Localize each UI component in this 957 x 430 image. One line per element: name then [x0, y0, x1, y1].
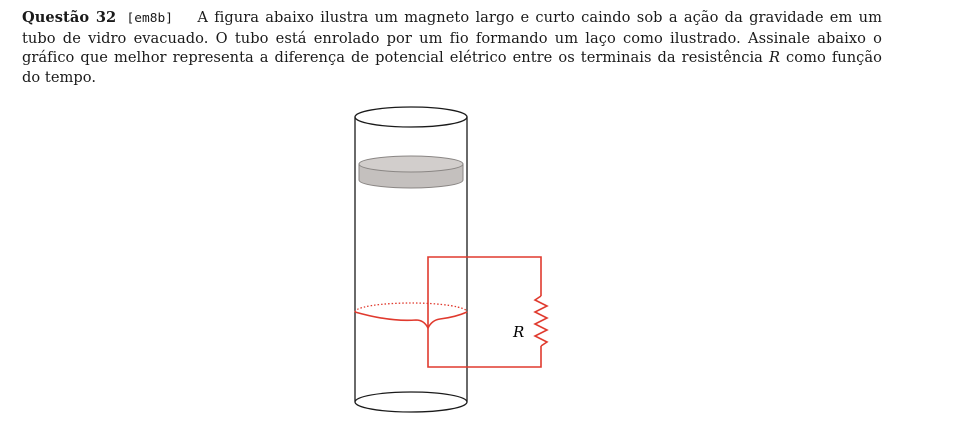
- magnet: [358, 155, 464, 189]
- question-title: Questão 32: [22, 9, 117, 26]
- resistance-symbol: R: [768, 49, 780, 67]
- circuit: [354, 256, 549, 368]
- question-text: Questão 32 [em8b] A figura abaixo ilustr…: [22, 8, 882, 87]
- question-body-end: como função do tempo.: [22, 49, 882, 86]
- loop-front: [354, 311, 468, 330]
- loop-back-dotted: [354, 302, 468, 313]
- wire-to-resistor-bottom: [427, 328, 542, 368]
- resistor-zigzag: [533, 295, 549, 347]
- wire-to-resistor-top: [427, 256, 542, 328]
- tube-bottom-rim: [354, 401, 468, 413]
- magnet-top-face: [358, 155, 464, 173]
- question-code: [em8b]: [126, 11, 174, 26]
- tube-top-rim: [354, 106, 468, 128]
- tube-bottom-rim-back: [354, 391, 468, 403]
- question-body: A figura abaixo ilustra um magneto largo…: [22, 9, 882, 67]
- glass-tube: [354, 106, 468, 413]
- resistor-label: R: [512, 323, 524, 341]
